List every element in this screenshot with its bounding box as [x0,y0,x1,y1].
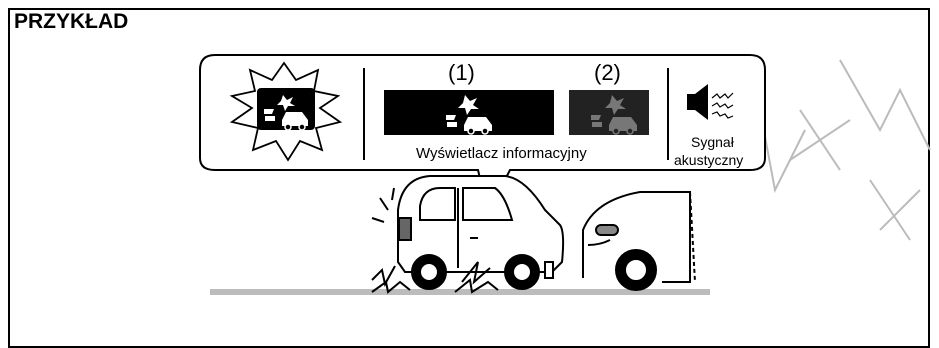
illustration [0,0,939,338]
info-display-label: Wyświetlacz informacyjny [416,145,587,162]
label-1: (1) [448,60,475,86]
car-illustration [583,192,695,290]
sound-label-line2: akustyczny [674,152,743,168]
sound-label-line1: Sygnał [691,134,734,150]
display-icon-1 [384,90,554,135]
van-illustration [398,176,563,289]
label-2: (2) [594,60,621,86]
display-icon-2 [569,90,649,135]
